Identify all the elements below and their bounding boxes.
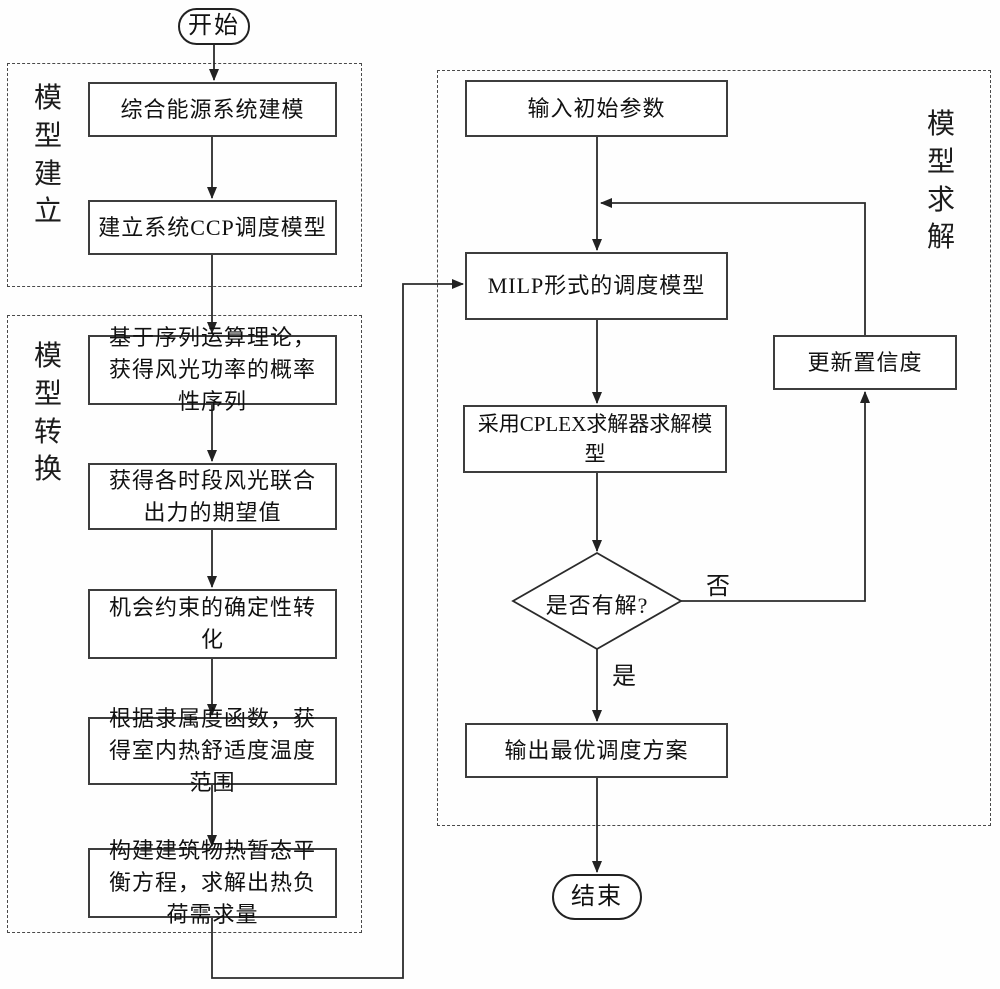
process-sequence-operation-theory: 基于序列运算理论，获得风光功率的概率性序列 (88, 325, 337, 414)
group-model-solving (437, 70, 991, 826)
group-model-building-label: 模型建立 (33, 83, 62, 228)
start-node: 开始 (178, 8, 250, 45)
decision-diamond (511, 551, 683, 651)
edge-decision-no-to-update (681, 391, 870, 602)
process-milp-scheduling-model: MILP形式的调度模型 (465, 252, 728, 320)
process-membership-comfort-range: 根据隶属度函数，获得室内热舒适度温度范围 (88, 706, 337, 795)
group-model-transformation-label: 模型转换 (33, 341, 62, 486)
process-output-optimal-schedule: 输出最优调度方案 (465, 723, 728, 778)
process-thermal-balance-equation: 构建建筑物热暂态平衡方程，求解出热负荷需求量 (88, 838, 337, 927)
process-input-initial-parameters: 输入初始参数 (465, 80, 728, 137)
process-chance-constraint-conversion: 机会约束的确定性转化 (88, 589, 337, 659)
decision-has-solution-label: 是否有解? (545, 593, 649, 618)
process-update-confidence: 更新置信度 (773, 335, 957, 390)
decision-yes-label: 是 (612, 664, 636, 690)
group-model-transformation (7, 315, 362, 933)
process-integrated-energy-modeling: 综合能源系统建模 (88, 82, 337, 137)
group-model-solving-label: 模型求解 (926, 109, 955, 254)
process-wind-solar-expectation: 获得各时段风光联合出力的期望值 (88, 463, 337, 530)
decision-no-label: 否 (706, 574, 730, 600)
process-build-ccp-model: 建立系统CCP调度模型 (88, 200, 337, 255)
process-cplex-solver: 采用CPLEX求解器求解模型 (463, 405, 727, 473)
edge-update-feedback (600, 198, 866, 335)
end-node: 结束 (552, 874, 642, 920)
edge-thermal-to-milp-elbow (211, 279, 464, 979)
group-model-building (7, 63, 362, 287)
